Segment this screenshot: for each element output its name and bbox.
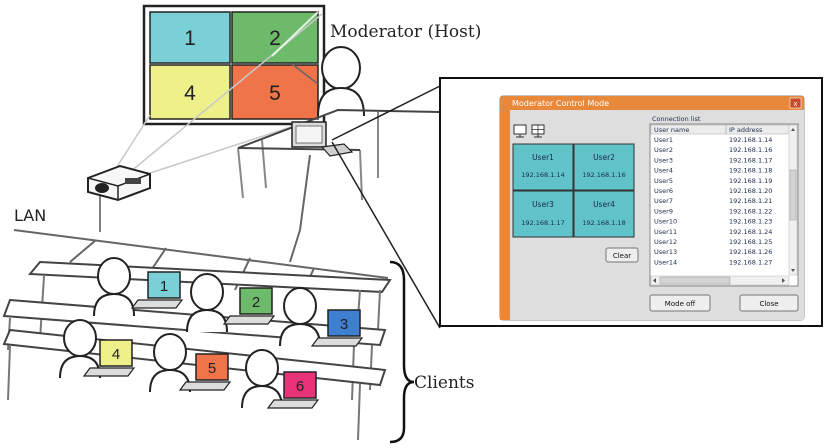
client-laptop-6: 6: [266, 371, 320, 409]
moderator-laptop: [291, 121, 354, 231]
close-button-label: Close: [759, 300, 778, 308]
row-ip-address[interactable]: 192.168.1.16: [729, 146, 772, 154]
projection-tile-2-number: 2: [269, 27, 281, 50]
clear-button-label: Clear: [613, 252, 631, 260]
horizontal-scrollbar-thumb[interactable]: [659, 276, 731, 285]
student-1: [93, 257, 135, 317]
multi-display-icon[interactable]: [531, 124, 545, 138]
grid-tile-user2-ip: 192.168.1.16: [582, 171, 625, 179]
grid-tile-user4-ip: 192.168.1.18: [582, 219, 625, 227]
row-ip-address[interactable]: 192.168.1.19: [729, 177, 772, 185]
client-laptop-3-number: 3: [340, 316, 348, 333]
vertical-scrollbar-thumb[interactable]: [789, 169, 797, 221]
client-laptop-5: 5: [178, 353, 232, 391]
lan-label: LAN: [14, 206, 46, 225]
client-laptop-4-number: 4: [112, 346, 120, 363]
grid-tile-user1[interactable]: [512, 143, 574, 191]
client-laptop-1: 1: [130, 271, 184, 309]
row-user-name[interactable]: User5: [654, 177, 673, 185]
projection-tile-5: [231, 64, 319, 120]
mode-off-button-label: Mode off: [665, 300, 696, 308]
projection-tile-4-number: 4: [184, 82, 196, 105]
grid-tile-user2[interactable]: [573, 143, 635, 191]
row-user-name[interactable]: User6: [654, 187, 673, 195]
client-laptop-2-number: 2: [252, 294, 260, 311]
scroll-right-arrow-icon[interactable]: [782, 278, 785, 283]
student-5: [149, 333, 191, 393]
client-laptop-5-number: 5: [208, 360, 216, 377]
row-ip-address[interactable]: 192.168.1.26: [729, 248, 772, 256]
window-accent-strip: [500, 110, 510, 320]
row-user-name[interactable]: User2: [654, 146, 673, 154]
grid-tile-user4-name: User4: [593, 200, 615, 209]
row-user-name[interactable]: User12: [654, 238, 677, 246]
row-user-name[interactable]: User11: [654, 228, 677, 236]
row-ip-address[interactable]: 192.168.1.21: [729, 197, 772, 205]
window-title: Moderator Control Mode: [512, 99, 609, 108]
row-ip-address[interactable]: 192.168.1.14: [729, 136, 772, 144]
column-header-ip-address[interactable]: IP address: [729, 126, 763, 134]
row-user-name[interactable]: User14: [654, 258, 677, 266]
row-user-name[interactable]: User9: [654, 207, 673, 215]
row-user-name[interactable]: User1: [654, 136, 673, 144]
projection-screen: 1 2 4 5: [114, 4, 326, 179]
user-grid: User1 192.168.1.14 User2 192.168.1.16 Us…: [512, 143, 635, 238]
client-laptop-4: 4: [82, 339, 136, 377]
mode-off-button[interactable]: [649, 294, 711, 312]
row-ip-address[interactable]: 192.168.1.18: [729, 167, 772, 175]
grid-tile-user3-ip: 192.168.1.17: [521, 219, 564, 227]
grid-tile-user3[interactable]: [512, 190, 574, 238]
projection-tile-5-number: 5: [269, 82, 281, 105]
row-user-name[interactable]: User4: [654, 167, 673, 175]
grid-tile-user1-name: User1: [532, 153, 554, 162]
row-ip-address[interactable]: 192.168.1.25: [729, 238, 772, 246]
moderator-label: Moderator (Host): [330, 22, 481, 42]
row-user-name[interactable]: User3: [654, 156, 673, 164]
clients-label: Clients: [414, 373, 474, 393]
scroll-down-arrow-icon[interactable]: [791, 269, 795, 272]
scroll-left-arrow-icon[interactable]: [653, 278, 656, 283]
clear-button[interactable]: [605, 247, 639, 263]
callout-line-top: [331, 85, 441, 141]
row-ip-address[interactable]: 192.168.1.20: [729, 187, 772, 195]
moderator-control-window: Moderator Control Mode x User1 192.168.1…: [499, 95, 805, 321]
client-laptop-2: 2: [222, 287, 276, 325]
window-close-button[interactable]: [789, 97, 802, 109]
grid-tile-user4[interactable]: [573, 190, 635, 238]
client-laptop-1-number: 1: [160, 278, 168, 295]
projection-tile-1-number: 1: [184, 27, 196, 50]
row-ip-address[interactable]: 192.168.1.27: [729, 258, 772, 266]
row-ip-address[interactable]: 192.168.1.17: [729, 156, 772, 164]
connection-list-label: Connection list: [652, 115, 701, 123]
student-3: [279, 287, 321, 347]
client-laptop-3: 3: [310, 309, 364, 347]
projection-tile-4: [149, 64, 231, 120]
row-ip-address[interactable]: 192.168.1.24: [729, 228, 772, 236]
row-ip-address[interactable]: 192.168.1.23: [729, 218, 772, 226]
grid-tile-user2-name: User2: [593, 153, 615, 162]
column-header-user-name[interactable]: User name: [654, 126, 689, 134]
clients-brace: [389, 260, 415, 444]
client-laptop-6-number: 6: [296, 378, 304, 395]
row-user-name[interactable]: User10: [654, 218, 677, 226]
grid-tile-user3-name: User3: [532, 200, 554, 209]
projector: [87, 164, 151, 232]
close-button[interactable]: [739, 294, 799, 312]
student-2: [186, 273, 228, 333]
student-6: [241, 349, 283, 409]
projection-tile-1: [149, 11, 231, 64]
single-display-icon[interactable]: [513, 124, 527, 138]
close-icon: x: [793, 100, 797, 108]
window-titlebar: [500, 96, 804, 110]
row-user-name[interactable]: User13: [654, 248, 677, 256]
callout-line-bottom: [331, 141, 441, 329]
row-user-name[interactable]: User7: [654, 197, 673, 205]
row-ip-address[interactable]: 192.168.1.22: [729, 207, 772, 215]
grid-tile-user1-ip: 192.168.1.14: [521, 171, 564, 179]
scroll-up-arrow-icon[interactable]: [791, 128, 795, 131]
moderator-person: [317, 46, 365, 117]
